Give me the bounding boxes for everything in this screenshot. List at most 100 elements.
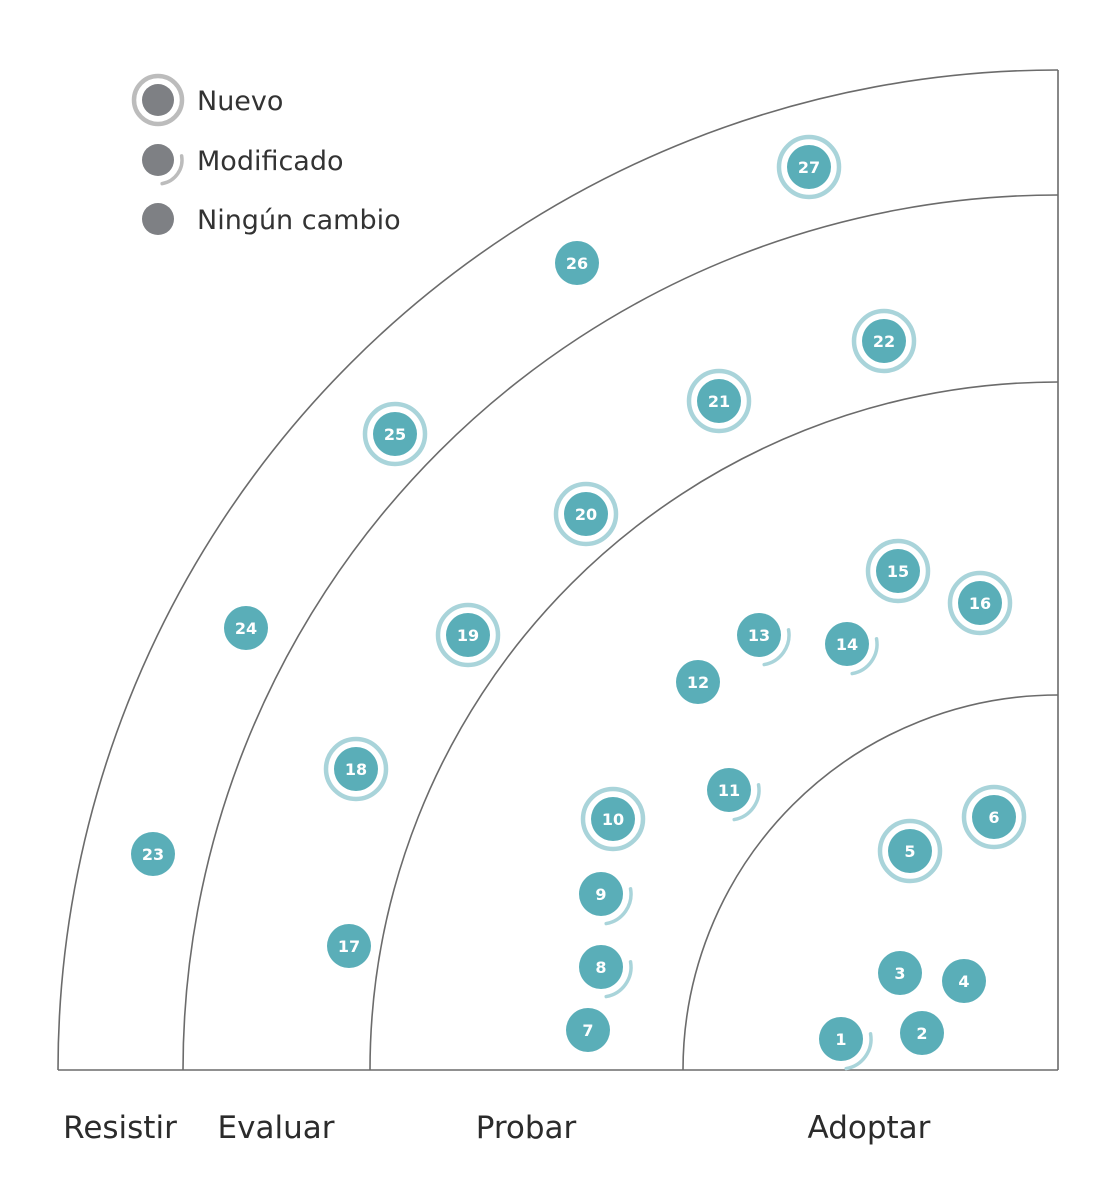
blip-21-new-halo [686,368,752,434]
blip-13[interactable]: 13 [737,613,791,667]
ring-labels: Resistir Evaluar Probar Adoptar [63,1110,931,1146]
blip-15-number: 15 [887,562,909,581]
blip-15-dot [876,549,920,593]
blip-27-number: 27 [798,158,820,177]
blip-16-new-halo [947,570,1013,636]
ring-label-adoptar: Adoptar [808,1110,931,1146]
blip-10-number: 10 [602,810,624,829]
blip-23-dot [131,832,175,876]
radar-rings [57,69,1059,1071]
blip-19[interactable]: 19 [435,602,501,668]
blip-1[interactable]: 1 [819,1017,873,1071]
blip-22-new-halo [851,308,917,374]
blip-10-new-halo [580,786,646,852]
blip-11-dot [707,768,751,812]
blip-20-new-halo [553,481,619,547]
blip-17-number: 17 [338,937,360,956]
blip-10[interactable]: 10 [580,786,646,852]
blip-26[interactable]: 26 [555,241,599,285]
blip-12[interactable]: 12 [676,660,720,704]
legend-changed-changed-arc [160,154,184,186]
blip-6-dot [972,795,1016,839]
legend-item-new: Nuevo [131,73,283,127]
blip-1-dot [819,1017,863,1061]
blip-20[interactable]: 20 [553,481,619,547]
ring-label-resistir: Resistir [63,1110,177,1146]
ring-label-evaluar: Evaluar [218,1110,335,1146]
blip-18-new-halo [323,736,389,802]
blip-24-number: 24 [235,619,257,638]
blip-5[interactable]: 5 [877,818,943,884]
blip-6[interactable]: 6 [961,784,1027,850]
blip-24-dot [224,606,268,650]
blip-12-number: 12 [687,673,709,692]
blip-23-number: 23 [142,845,164,864]
blip-12-dot [676,660,720,704]
blip-3[interactable]: 3 [878,951,922,995]
legend-label-changed: Modificado [197,146,344,177]
blip-13-changed-arc [762,628,791,667]
blip-11[interactable]: 11 [707,768,761,822]
blip-25[interactable]: 25 [362,401,428,467]
ring-label-probar: Probar [476,1110,577,1146]
blip-11-changed-arc [732,783,761,822]
blip-27-dot [787,145,831,189]
blip-5-dot [888,829,932,873]
blip-19-dot [446,613,490,657]
legend-label-new: Nuevo [197,86,283,117]
legend-new-dot [142,84,174,116]
blip-14-dot [825,622,869,666]
blip-5-number: 5 [904,842,915,861]
blip-17-dot [327,924,371,968]
blip-24[interactable]: 24 [224,606,268,650]
ring-arc-evaluar [182,194,1059,1071]
blip-14[interactable]: 14 [825,622,879,676]
blip-4-dot [942,959,986,1003]
blip-4-number: 4 [958,972,969,991]
blip-16[interactable]: 16 [947,570,1013,636]
blip-8-changed-arc [604,960,633,999]
blip-2-number: 2 [916,1024,927,1043]
blip-26-number: 26 [566,254,588,273]
blip-18-dot [334,747,378,791]
legend-none-dot [142,203,174,235]
blip-25-dot [373,412,417,456]
blip-21-number: 21 [708,392,730,411]
blip-11-number: 11 [718,781,740,800]
blip-27[interactable]: 27 [776,134,842,200]
legend-item-changed: Modificado [142,144,344,186]
blip-15[interactable]: 15 [865,538,931,604]
legend-changed-dot [142,144,174,176]
blip-21[interactable]: 21 [686,368,752,434]
legend-new-new-halo [131,73,185,127]
blip-22-number: 22 [873,332,895,351]
blip-23[interactable]: 23 [131,832,175,876]
blip-18[interactable]: 18 [323,736,389,802]
ring-arc-adoptar [682,694,1059,1071]
blip-4[interactable]: 4 [942,959,986,1003]
blip-19-number: 19 [457,626,479,645]
blip-22-dot [862,319,906,363]
blip-3-dot [878,951,922,995]
blip-10-dot [591,797,635,841]
blip-7[interactable]: 7 [566,1008,610,1052]
blip-9-changed-arc [604,887,633,926]
blip-8[interactable]: 8 [579,945,633,999]
blip-25-new-halo [362,401,428,467]
blip-17[interactable]: 17 [327,924,371,968]
blip-5-new-halo [877,818,943,884]
ring-arc-resistir [57,69,1059,1071]
blip-25-number: 25 [384,425,406,444]
blip-8-dot [579,945,623,989]
blip-6-number: 6 [988,808,999,827]
blip-14-changed-arc [850,637,879,676]
blip-16-number: 16 [969,594,991,613]
blip-2[interactable]: 2 [900,1011,944,1055]
blip-8-number: 8 [595,958,606,977]
blip-9-number: 9 [595,885,606,904]
blip-9[interactable]: 9 [579,872,633,926]
blip-18-number: 18 [345,760,367,779]
blip-22[interactable]: 22 [851,308,917,374]
